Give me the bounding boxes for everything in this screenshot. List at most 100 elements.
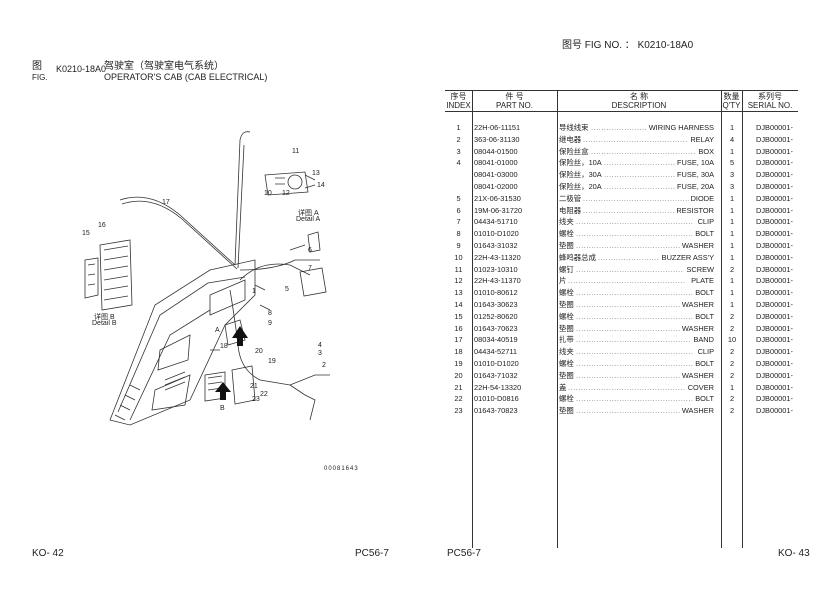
row-name-cn: 垫圈: [559, 241, 574, 250]
row-name-en: BOX: [698, 146, 714, 156]
row-name-cn: 保险丝，30A: [559, 170, 602, 180]
row-leader-dots: ........................................…: [576, 311, 693, 321]
row-name-cn: 螺栓: [559, 359, 574, 368]
row-name-en: FUSE, 20A: [677, 182, 714, 191]
fig-number: K0210-18A0: [56, 64, 107, 74]
callout-11: 11: [292, 148, 300, 155]
row-leader-dots: ........................................…: [604, 158, 675, 168]
row-leader-dots: ........................................…: [568, 382, 686, 392]
row-qty: 1: [729, 123, 735, 132]
row-qty: 1: [729, 241, 735, 250]
row-qty: 2: [729, 406, 735, 416]
row-qty: 3: [729, 170, 735, 180]
row-serial-no: DJB00001-: [756, 158, 793, 168]
row-name-cn: 蜂鸣器总成: [559, 252, 596, 262]
row-leader-dots: ........................................…: [604, 182, 675, 191]
row-index: 13: [454, 288, 463, 298]
row-serial-no: DJB00001-: [756, 264, 793, 274]
row-part-no: 22H-54-13320: [474, 382, 522, 392]
row-serial-no: DJB00001-: [756, 335, 793, 345]
row-part-no: 19M-06-31720: [474, 205, 523, 215]
row-name-cn: 螺栓: [559, 394, 574, 404]
row-serial-no: DJB00001-: [756, 406, 793, 416]
callout-16: 16: [98, 222, 106, 229]
row-serial-no: DJB00001-: [756, 323, 793, 333]
fig-number-header: 图号 FIG NO. ： K0210-18A0: [562, 36, 693, 51]
row-serial-no: DJB00001-: [756, 276, 793, 286]
row-name-cn: 螺钉: [559, 264, 574, 274]
detail-a-en: Detail A: [296, 216, 321, 223]
row-serial-no: DJB00001-: [756, 300, 793, 309]
row-index: 1: [456, 123, 461, 132]
row-name-en: BOLT: [695, 359, 714, 368]
row-part-no: 363-06-31130: [474, 134, 520, 144]
row-name-cn: 片: [559, 276, 567, 286]
row-name-cn: 垫圈: [559, 370, 574, 380]
right-page-number: KO- 43: [778, 548, 810, 559]
arrow-a-label: A: [215, 327, 220, 334]
row-name-cn: 保险丝盒: [559, 146, 589, 156]
row-index: 20: [454, 370, 463, 380]
row-serial-no: DJB00001-: [756, 382, 793, 392]
row-name-en: CLIP: [697, 217, 714, 227]
row-serial-no: DJB00001-: [756, 182, 793, 191]
row-name-en: BOLT: [695, 394, 714, 404]
row-name-en: BUZZER ASS'Y: [661, 252, 714, 262]
row-qty: 3: [729, 182, 735, 191]
title-cn: 驾驶室（驾驶室电气系统）: [104, 61, 224, 72]
row-serial-no: DJB00001-: [756, 134, 793, 144]
row-index: 5: [456, 193, 461, 203]
callout-22: 22: [260, 391, 268, 398]
row-name-cn: 盖: [559, 382, 567, 392]
row-name-en: FUSE, 10A: [677, 158, 714, 168]
row-qty: 2: [729, 359, 735, 368]
row-qty: 1: [729, 300, 735, 309]
row-index: 3: [456, 146, 461, 156]
row-index: 14: [454, 300, 463, 309]
row-name-cn: 垫圈: [559, 406, 574, 416]
fig-label-en: FIG NO. ：: [584, 40, 635, 51]
arrow-b-icon: [215, 382, 231, 400]
row-name-en: WASHER: [681, 406, 714, 416]
callout-12: 12: [282, 190, 290, 197]
row-leader-dots: ........................................…: [583, 205, 674, 215]
row-part-no: 08041-01000: [474, 158, 518, 168]
row-serial-no: DJB00001-: [756, 252, 793, 262]
row-part-no: 01643-71032: [474, 370, 518, 380]
row-part-no: 01643-70623: [474, 323, 518, 333]
callout-20: 20: [255, 348, 263, 355]
detail-b-cn: 详图 B: [94, 314, 115, 321]
row-serial-no: DJB00001-: [756, 170, 793, 180]
row-leader-dots: ........................................…: [576, 406, 680, 416]
row-leader-dots: ........................................…: [576, 323, 680, 333]
row-serial-no: DJB00001-: [756, 359, 793, 368]
row-serial-no: DJB00001-: [756, 288, 793, 298]
row-index: 10: [454, 252, 463, 262]
row-name-en: RELAY: [690, 134, 714, 144]
row-serial-no: DJB00001-: [756, 193, 793, 203]
row-name-en: WASHER: [681, 323, 714, 333]
row-index: 15: [454, 311, 463, 321]
row-qty: 1: [729, 193, 735, 203]
table-row: 08041-02000 保险丝，20A FUSE, 20A 3 DJB00001-...…: [445, 181, 798, 193]
row-name-cn: 保险丝，20A: [559, 182, 602, 191]
row-serial-no: DJB00001-: [756, 370, 793, 380]
row-leader-dots: ........................................…: [604, 170, 675, 180]
left-model: PC56-7: [355, 548, 389, 559]
row-qty: 1: [729, 229, 735, 239]
row-name-en: WASHER: [681, 370, 714, 380]
row-part-no: 08041-02000: [474, 182, 518, 191]
